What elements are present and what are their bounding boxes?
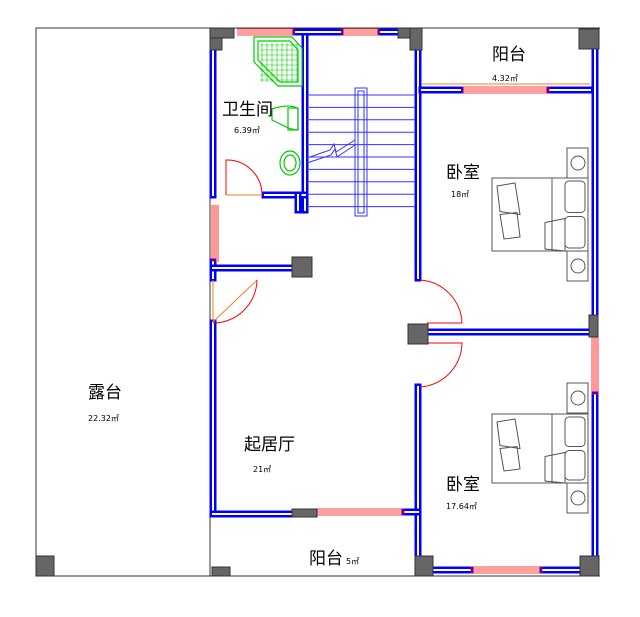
window: [211, 205, 219, 262]
outline: [35, 27, 600, 577]
door-living: [212, 279, 258, 324]
sink: [279, 150, 301, 176]
room-name-balcony-top: 阳台: [492, 45, 526, 65]
room-name-bedroom-1: 卧室: [446, 163, 480, 183]
window: [317, 508, 405, 516]
nightstand: [566, 482, 589, 514]
window: [591, 337, 599, 395]
door-bedroom-2: [419, 342, 463, 388]
room-area-bedroom-1: 18㎡: [451, 190, 469, 199]
door-bedroom-1: [419, 279, 463, 324]
furniture: [491, 147, 589, 514]
shower-tray: [253, 36, 303, 87]
room-name-terrace: 露台: [88, 383, 122, 403]
doors: [212, 159, 463, 388]
room-name-balcony-bottom: 阳台: [309, 549, 343, 569]
staircase: [306, 87, 415, 217]
door-bathroom: [225, 159, 263, 196]
room-name-living: 起居厅: [244, 435, 295, 455]
window: [237, 28, 295, 36]
nightstand: [566, 147, 589, 179]
room-labels: 卫生间 6.39㎡ 阳台 4.32㎡ 卧室 18㎡ 露台 22.32㎡ 起居厅 …: [88, 45, 526, 569]
window: [470, 566, 543, 574]
walls: [209, 28, 599, 574]
bathroom-fixtures: [253, 36, 303, 176]
bed: [491, 177, 589, 252]
bed: [491, 413, 589, 484]
window: [341, 28, 380, 36]
room-area-bathroom: 6.39㎡: [234, 126, 260, 135]
windows: [211, 28, 599, 574]
room-area-living: 21㎡: [253, 465, 271, 474]
pillars: [35, 27, 600, 577]
room-area-balcony-bottom: 5㎡: [346, 557, 359, 566]
window: [462, 86, 550, 94]
nightstand: [566, 250, 589, 282]
room-area-terrace: 22.32㎡: [88, 414, 119, 423]
room-area-bedroom-2: 17.64㎡: [446, 502, 477, 511]
room-area-balcony-top: 4.32㎡: [492, 74, 518, 83]
nightstand: [566, 382, 589, 414]
room-name-bathroom: 卫生间: [222, 100, 273, 120]
toilet: [271, 105, 299, 131]
room-name-bedroom-2: 卧室: [446, 475, 480, 495]
